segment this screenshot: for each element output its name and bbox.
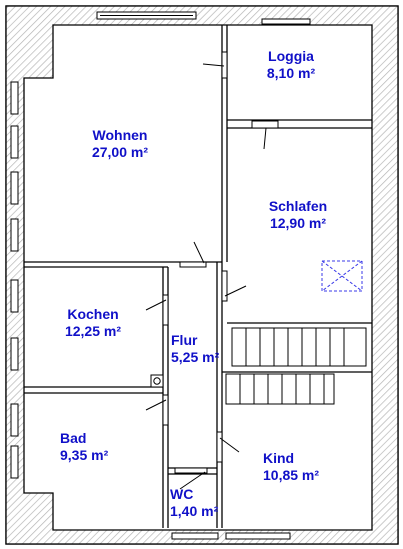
room-area: 5,25 m² — [171, 349, 220, 365]
room-label-kochen: Kochen 12,25 m² — [52, 306, 134, 340]
top-windows — [96, 11, 311, 25]
room-label-wohnen: Wohnen 27,00 m² — [78, 127, 162, 161]
doors — [145, 51, 279, 490]
room-area: 12,25 m² — [64, 323, 122, 339]
room-area: 9,35 m² — [60, 447, 109, 463]
room-label-wc: WC 1,40 m² — [170, 486, 232, 520]
room-area: 12,90 m² — [269, 215, 327, 231]
room-name: Kochen — [67, 306, 119, 322]
left-windows — [10, 81, 19, 479]
room-area: 8,10 m² — [266, 65, 316, 81]
room-name: Bad — [60, 430, 87, 446]
room-name: Kind — [263, 450, 295, 466]
room-name: Loggia — [268, 48, 314, 64]
staircase — [225, 327, 367, 405]
room-label-schlafen: Schlafen 12,90 m² — [254, 198, 342, 232]
chimney-shaft — [150, 374, 164, 388]
room-name: Schlafen — [268, 198, 328, 214]
room-label-bad: Bad 9,35 m² — [60, 430, 134, 464]
room-name: Wohnen — [92, 127, 148, 143]
room-area: 1,40 m² — [170, 503, 219, 519]
room-label-loggia: Loggia 8,10 m² — [251, 48, 331, 82]
room-label-kind: Kind 10,85 m² — [263, 450, 343, 484]
room-area: 10,85 m² — [263, 467, 320, 483]
room-name: WC — [170, 486, 194, 502]
room-area: 27,00 m² — [91, 144, 149, 160]
room-name: Flur — [171, 332, 198, 348]
skylight-marker — [321, 260, 363, 292]
bottom-windows — [171, 532, 291, 540]
room-label-flur: Flur 5,25 m² — [171, 332, 235, 366]
